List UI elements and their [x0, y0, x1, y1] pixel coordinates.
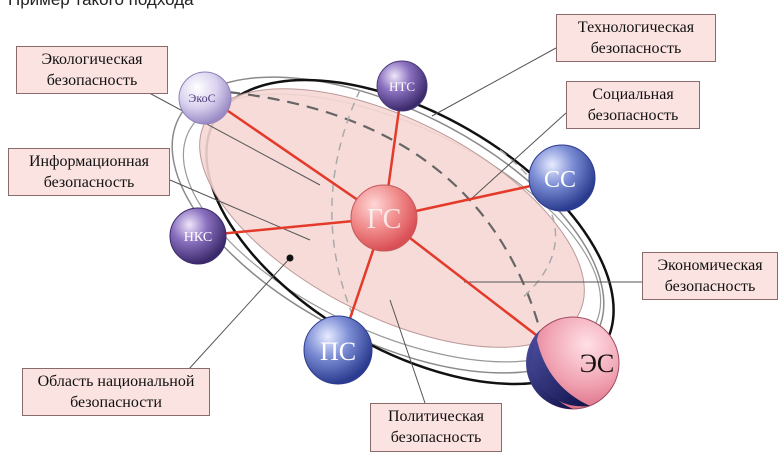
- es-node-label: ЭС: [580, 349, 615, 378]
- area-point-marker: [286, 254, 294, 262]
- center-node-sphere: [350, 184, 418, 252]
- label-eco-security: Экологическая безопасность: [16, 46, 168, 94]
- label-polit-line1: Политическая: [387, 408, 485, 425]
- es-node-shadow: [526, 330, 573, 410]
- center-node-label: ГС: [367, 204, 402, 235]
- label-econ-security: Экономическая безопасность: [642, 252, 778, 300]
- leader-polit: [389, 299, 426, 404]
- label-tech-security: Технологическая безопасность: [556, 14, 716, 62]
- leader-tech: [431, 47, 557, 117]
- nts-node-sphere: [376, 60, 428, 112]
- label-econ-line2: безопасность: [664, 278, 756, 295]
- dashed-meridian-2: [331, 89, 369, 349]
- ps-node-label: ПС: [320, 337, 356, 366]
- label-econ-line1: Экономическая: [657, 257, 763, 274]
- label-social-security: Социальная безопасность: [566, 81, 700, 129]
- label-eco-line1: Экологическая: [41, 51, 143, 68]
- label-eco-line2: безопасность: [46, 72, 138, 89]
- label-area-line2: безопасности: [70, 394, 162, 411]
- nts-node-label: НТС: [389, 79, 415, 94]
- connector-es: [383, 217, 567, 359]
- label-polit-security: Политическая безопасность: [370, 403, 502, 452]
- ss-node-label: СС: [544, 167, 576, 193]
- leader-social: [469, 112, 567, 201]
- label-tech-line2: безопасность: [590, 40, 682, 57]
- connector-ekos: [211, 98, 385, 220]
- nks-node-sphere: [169, 207, 227, 265]
- leader-info: [169, 179, 311, 241]
- label-area-line1: Область национальной: [37, 373, 195, 390]
- leader-lines: [139, 47, 642, 404]
- ekos-node-sphere: [178, 71, 232, 125]
- label-tech-line1: Технологическая: [577, 19, 695, 36]
- label-info-security: Информационная безопасность: [8, 148, 170, 196]
- leader-eco: [139, 87, 321, 186]
- leader-area: [187, 257, 291, 371]
- ekos-node-label: ЭкоС: [188, 91, 215, 105]
- page-caption: Пример такого подхода: [8, 0, 194, 10]
- ss-node-sphere: [528, 144, 596, 212]
- dashed-meridian-1: [227, 90, 542, 331]
- label-social-line2: безопасность: [587, 107, 679, 124]
- ps-node-sphere: [303, 315, 373, 385]
- label-info-line2: безопасность: [43, 174, 135, 191]
- nks-node-label: НКС: [184, 230, 212, 245]
- label-social-line1: Социальная: [592, 86, 674, 103]
- label-info-line1: Информационная: [28, 153, 150, 170]
- label-polit-line2: безопасность: [390, 429, 482, 446]
- label-national-area: Область национальной безопасности: [22, 368, 210, 416]
- es-node-shadow-wedge: [530, 335, 590, 407]
- dashed-meridian-3: [499, 149, 557, 301]
